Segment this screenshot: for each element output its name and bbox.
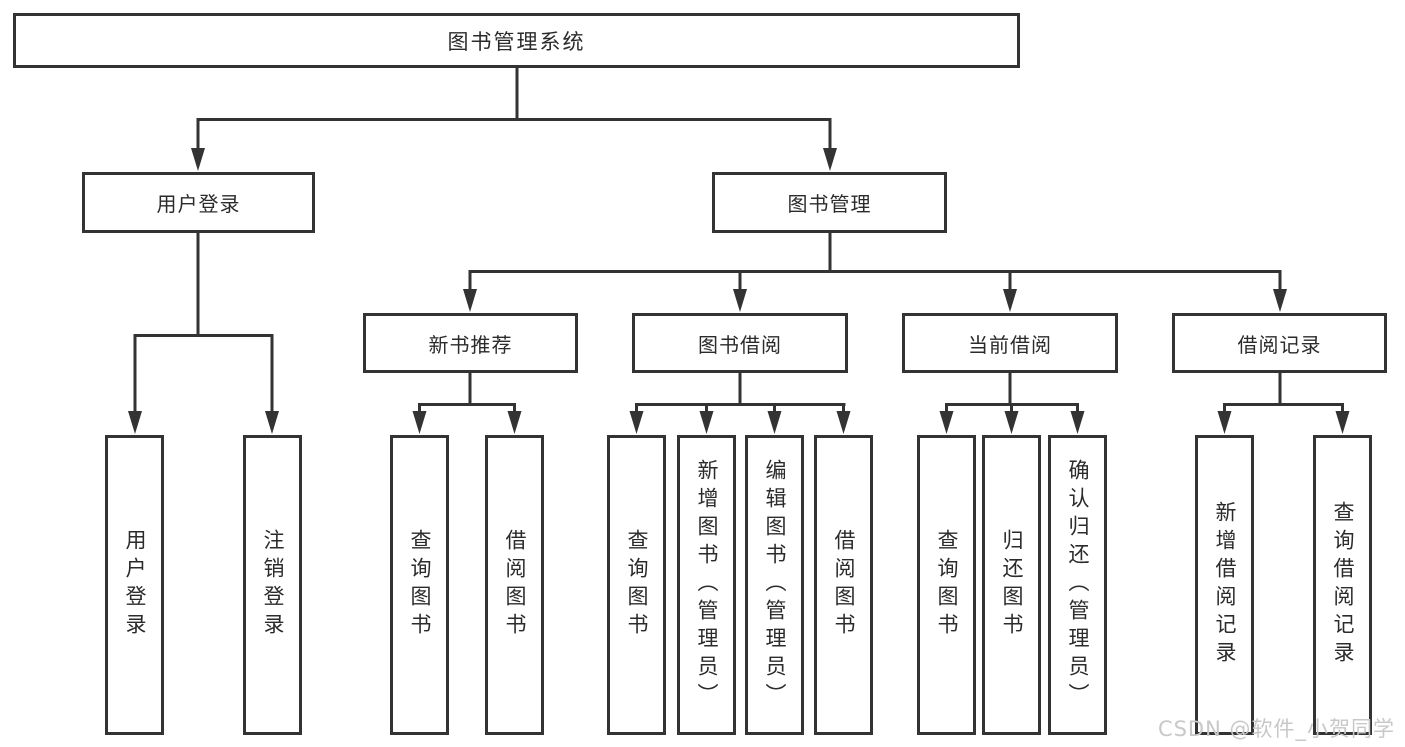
connector-current-borrow-to-leaves bbox=[945, 372, 1079, 413]
arrow-icon bbox=[412, 411, 427, 434]
node-current-borrow: 当前借阅 bbox=[902, 313, 1118, 373]
node-user-login-branch: 用户登录 bbox=[82, 172, 315, 233]
arrow-icon bbox=[1004, 411, 1019, 434]
arrow-icon bbox=[463, 289, 477, 312]
arrow-icon bbox=[733, 289, 747, 312]
leaf-query-books-borrow: 查询图书 bbox=[607, 435, 666, 735]
leaf-query-books-current: 查询图书 bbox=[917, 435, 976, 735]
leaf-query-books-recommend: 查询图书 bbox=[390, 435, 449, 735]
node-book-management-branch: 图书管理 bbox=[712, 172, 947, 233]
leaf-label: 用户登录 bbox=[123, 529, 147, 641]
leaf-borrow-books-recommend: 借阅图书 bbox=[485, 435, 544, 735]
arrow-icon bbox=[629, 411, 644, 434]
arrow-icon bbox=[1217, 411, 1232, 434]
node-root-system: 图书管理系统 bbox=[13, 13, 1020, 68]
arrow-icon bbox=[767, 411, 782, 434]
leaf-borrow-books-borrow: 借阅图书 bbox=[814, 435, 873, 735]
leaf-label: 借阅图书 bbox=[832, 529, 856, 641]
arrow-icon bbox=[128, 411, 142, 434]
leaf-label: 归还图书 bbox=[1000, 529, 1024, 641]
node-borrow-records: 借阅记录 bbox=[1172, 313, 1387, 373]
arrow-icon bbox=[1335, 411, 1350, 434]
leaf-label: 新增借阅记录 bbox=[1213, 501, 1237, 669]
leaf-label: 查询图书 bbox=[408, 529, 432, 641]
arrow-icon bbox=[507, 411, 522, 434]
arrow-icon bbox=[265, 411, 279, 434]
leaf-confirm-return-admin: 确认归还（管理员） bbox=[1048, 435, 1107, 735]
arrow-icon bbox=[1003, 289, 1017, 312]
leaf-label: 借阅图书 bbox=[503, 529, 527, 641]
connector-new-book-to-leaves bbox=[418, 372, 516, 413]
leaf-label: 查询图书 bbox=[935, 529, 959, 641]
leaf-label: 注销登录 bbox=[261, 529, 285, 641]
connector-book-mgmt-to-sections bbox=[468, 232, 1282, 291]
leaf-logout: 注销登录 bbox=[243, 435, 302, 735]
arrow-icon bbox=[191, 148, 205, 171]
leaf-edit-book-admin: 编辑图书（管理员） bbox=[745, 435, 804, 735]
leaf-label: 新增图书（管理员） bbox=[695, 459, 719, 711]
leaf-label: 查询借阅记录 bbox=[1331, 501, 1355, 669]
arrow-icon bbox=[836, 411, 851, 434]
arrow-icon bbox=[1070, 411, 1085, 434]
connector-borrow-records-to-leaves bbox=[1223, 372, 1344, 413]
leaf-label: 确认归还（管理员） bbox=[1066, 459, 1090, 711]
node-new-book-recommend: 新书推荐 bbox=[363, 313, 578, 373]
leaf-add-book-admin: 新增图书（管理员） bbox=[677, 435, 736, 735]
leaf-return-books: 归还图书 bbox=[982, 435, 1041, 735]
leaf-label: 查询图书 bbox=[625, 529, 649, 641]
leaf-user-login: 用户登录 bbox=[105, 435, 164, 735]
arrow-icon bbox=[1273, 289, 1287, 312]
arrow-icon bbox=[699, 411, 714, 434]
node-book-borrow: 图书借阅 bbox=[632, 313, 848, 373]
leaf-query-borrow-record: 查询借阅记录 bbox=[1313, 435, 1372, 735]
arrow-icon bbox=[823, 148, 837, 171]
csdn-watermark: CSDN @软件_小贺同学 bbox=[1157, 717, 1395, 741]
connector-user-login-to-leaves bbox=[133, 232, 274, 413]
connector-root-to-branches bbox=[196, 66, 832, 150]
arrow-icon bbox=[939, 411, 954, 434]
leaf-label: 编辑图书（管理员） bbox=[763, 459, 787, 711]
connector-book-borrow-to-leaves bbox=[635, 372, 846, 413]
leaf-add-borrow-record: 新增借阅记录 bbox=[1195, 435, 1254, 735]
